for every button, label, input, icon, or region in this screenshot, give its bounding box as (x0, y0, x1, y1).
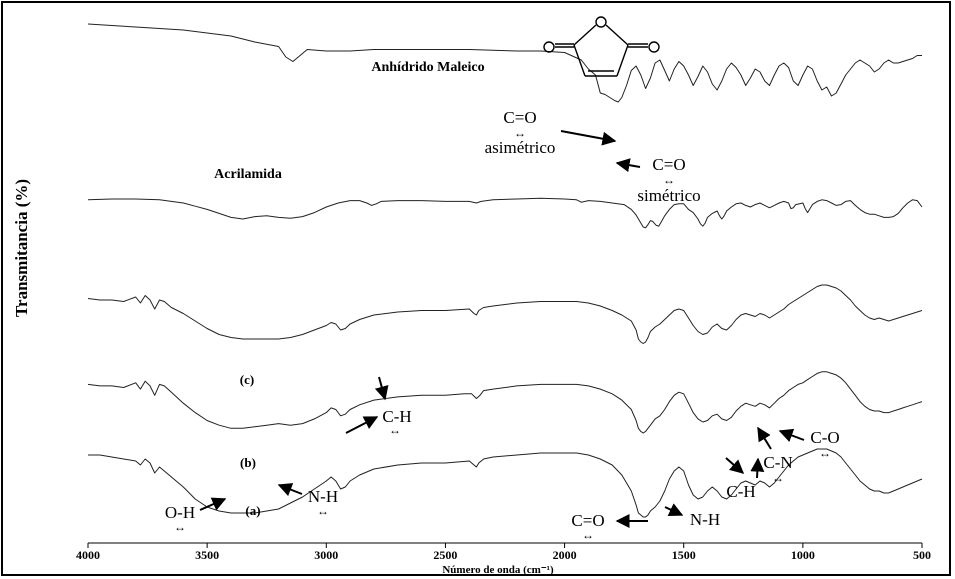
x-tick-label-3500: 3500 (195, 548, 219, 562)
svg-text:↔: ↔ (317, 504, 329, 518)
annotation-ch-lower: C-H (725, 457, 765, 501)
svg-text:↔: ↔ (819, 446, 831, 460)
annotation-ch-upper: C-H ↔ (345, 376, 412, 437)
x-tick-label-3000: 3000 (314, 548, 338, 562)
maleic-anhydride-structure-icon (543, 16, 660, 77)
x-tick-label-1000: 1000 (791, 548, 815, 562)
svg-text:↔: ↔ (514, 126, 526, 140)
series-group (87, 23, 923, 518)
svg-text:C=O: C=O (571, 511, 604, 530)
annotation-co-asimetrico: C=O ↔ asimétrico (485, 108, 617, 157)
svg-text:↔: ↔ (174, 520, 186, 534)
y-axis-label: Transmitancia (%) (12, 179, 31, 317)
svg-text:↔: ↔ (663, 173, 675, 187)
svg-text:C-N: C-N (763, 453, 792, 472)
x-axis-ticks: 4000 3500 3000 2500 2000 1500 1000 500 (76, 543, 931, 562)
svg-text:C=O: C=O (503, 108, 536, 127)
svg-text:C-H: C-H (726, 482, 755, 501)
x-axis-label: Número de onda (cm⁻¹) (442, 564, 554, 576)
annotation-co-simetrico: C=O ↔ simétrico (615, 155, 701, 205)
series-line-4 (88, 448, 923, 518)
series-label-acrilamida: Acrilamida (214, 167, 282, 182)
svg-text:O-H: O-H (165, 503, 195, 522)
svg-text:C-O: C-O (810, 428, 839, 447)
x-tick-label-500: 500 (913, 548, 931, 562)
x-tick-label-1500: 1500 (672, 548, 696, 562)
svg-text:C=O: C=O (652, 155, 685, 174)
series-line-2 (87, 284, 923, 344)
ftir-chart: 4000 3500 3000 2500 2000 1500 1000 500 Número d… (12, 16, 931, 576)
series-line-0 (87, 23, 922, 103)
svg-text:asimétrico: asimétrico (485, 138, 556, 157)
annotation-nh-left: N-H ↔ (277, 483, 338, 518)
x-tick-label-2000: 2000 (553, 548, 577, 562)
series-line-1 (87, 197, 923, 229)
series-line-3 (87, 371, 923, 434)
series-label-a: (a) (245, 503, 260, 518)
svg-text:simétrico: simétrico (637, 186, 700, 205)
svg-text:↔: ↔ (772, 471, 784, 485)
svg-text:C-H: C-H (382, 407, 411, 426)
svg-text:↔: ↔ (582, 528, 594, 542)
x-tick-label-2500: 2500 (433, 548, 457, 562)
series-label-c: (c) (240, 372, 254, 387)
annotation-co-lower: C=O ↔ (571, 511, 648, 542)
annotation-cn: C-N ↔ (757, 426, 793, 485)
series-label-b: (b) (240, 455, 256, 470)
svg-text:↔: ↔ (389, 423, 401, 437)
annotation-nh-lower: N-H (664, 503, 720, 529)
series-label-anhidrido-maleico: Anhídrido Maleico (371, 60, 484, 75)
svg-text:N-H: N-H (690, 510, 720, 529)
annotation-co-right: C-O ↔ (778, 428, 840, 460)
x-tick-label-4000: 4000 (76, 548, 100, 562)
svg-text:N-H: N-H (308, 487, 338, 506)
annotation-oh: O-H ↔ (165, 497, 227, 534)
